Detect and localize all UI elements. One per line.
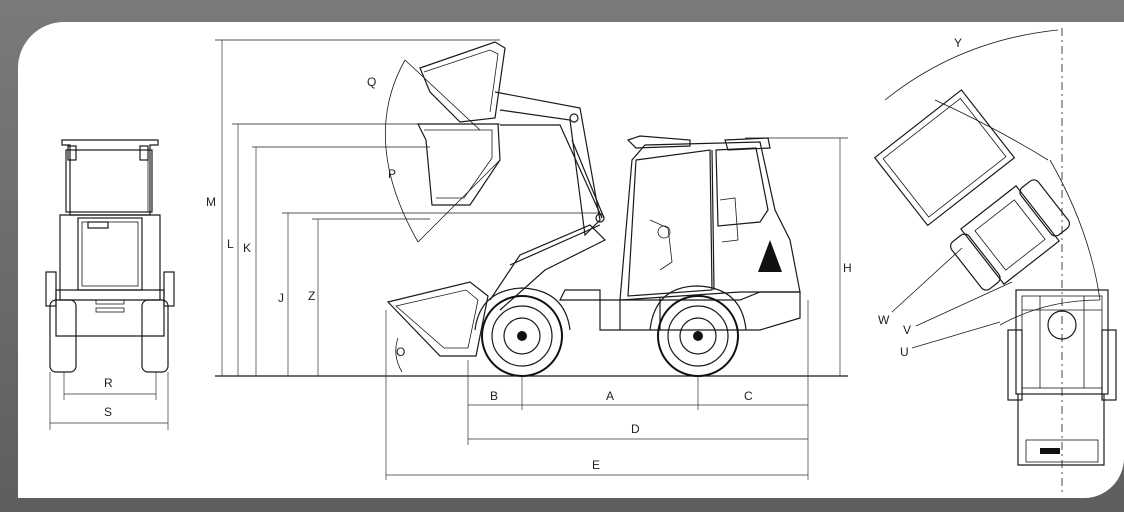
label-o: O [396,345,405,359]
label-c: C [744,389,753,403]
label-v: V [903,323,911,337]
label-d: D [631,422,640,436]
label-p: P [388,167,396,181]
dimension-labels: R S M L K J Z Q P O H B A C D E Y W V U [104,36,962,472]
label-a: A [606,389,614,403]
drawing-panel [18,22,1124,498]
label-r: R [104,376,113,390]
label-h: H [843,261,852,275]
front-view [45,139,175,430]
label-j: J [278,291,284,305]
label-w: W [878,313,890,327]
label-k: K [243,241,251,255]
label-y: Y [954,36,962,50]
label-m: M [206,195,216,209]
label-l: L [227,237,234,251]
label-e: E [592,458,600,472]
label-b: B [490,389,498,403]
label-q: Q [367,75,376,89]
label-z: Z [308,289,315,303]
top-view [873,28,1117,495]
label-u: U [900,345,909,359]
side-view [215,39,848,480]
label-s: S [104,405,112,419]
